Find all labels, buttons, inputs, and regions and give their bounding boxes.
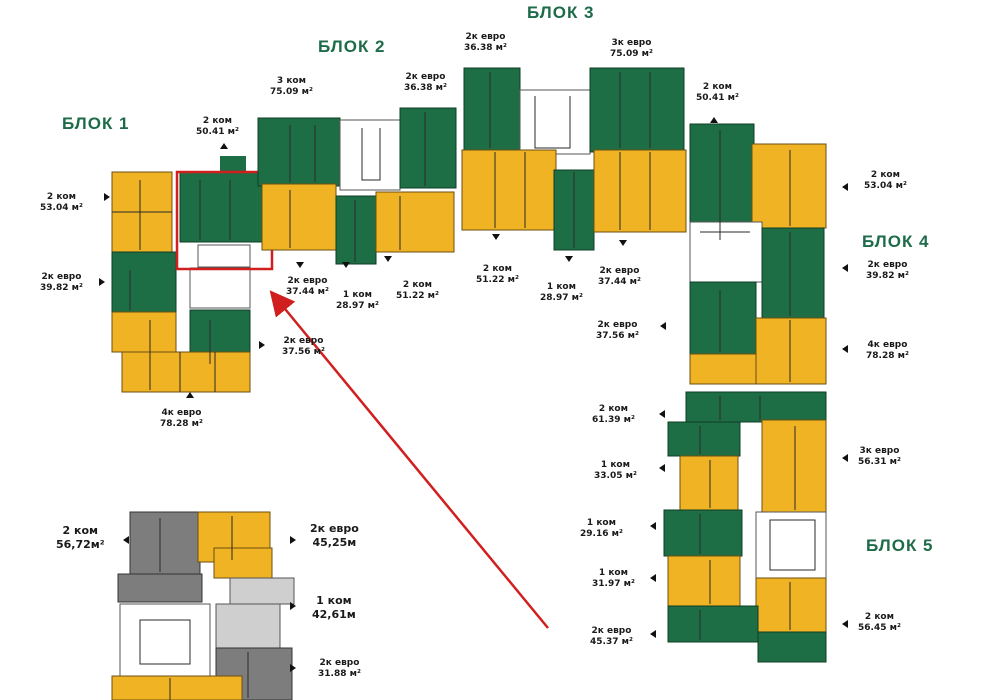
- block-1-plan: [111, 156, 274, 393]
- block-1-title: БЛОК 1: [62, 114, 130, 133]
- block-4-plan: [689, 123, 827, 385]
- block-3-title: БЛОК 3: [527, 3, 595, 22]
- block-5-title: БЛОК 5: [866, 536, 934, 555]
- label-pointers: [99, 117, 848, 672]
- block-2-plan: [257, 107, 457, 265]
- block-2-title: БЛОК 2: [318, 37, 386, 56]
- detail-plan: [111, 511, 295, 700]
- block-4-title: БЛОК 4: [862, 232, 930, 251]
- red-arrow: [269, 290, 549, 629]
- block-5-plan: [663, 391, 827, 663]
- block-3-plan: [461, 67, 687, 251]
